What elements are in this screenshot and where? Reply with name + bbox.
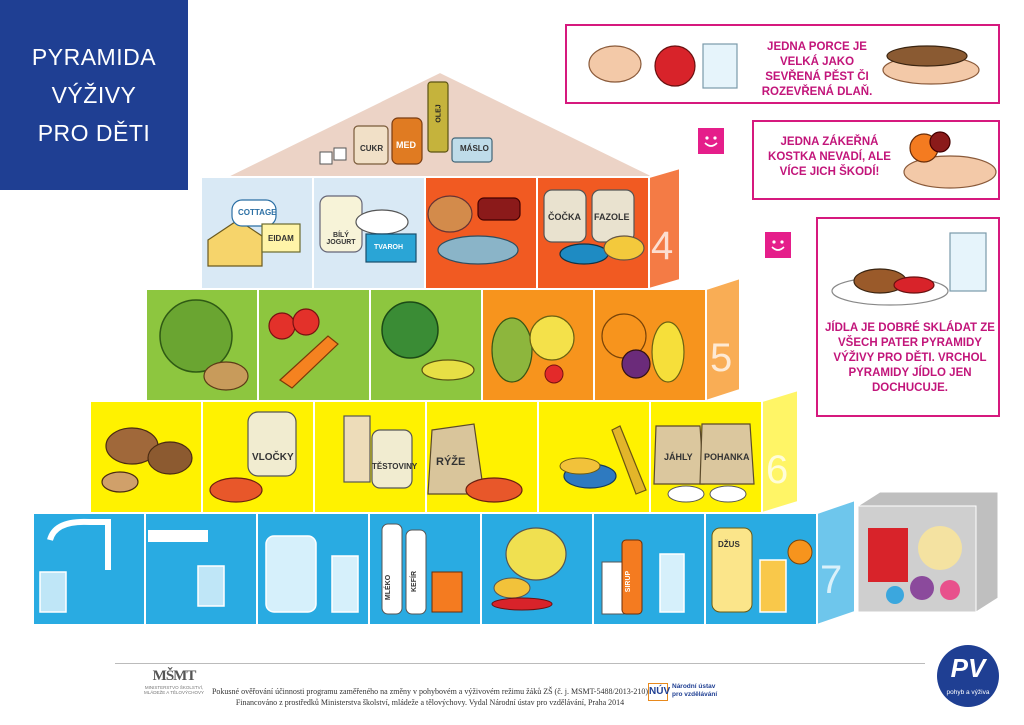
level-number-6: 6 xyxy=(766,448,789,492)
sweets-candy-2 xyxy=(940,580,960,600)
level-5-foods xyxy=(159,299,685,391)
level-7-block-tap-2 xyxy=(144,512,258,626)
level-5-block-cabbage xyxy=(145,288,259,402)
nuv-logo-mark: NÚV xyxy=(648,683,670,701)
level-4-foods xyxy=(207,189,645,267)
level-number-7: 7 xyxy=(820,558,843,602)
label-olej: OLEJ xyxy=(435,104,443,123)
nuv-logo: NÚV Národní ústav pro vzdělávání xyxy=(648,681,718,705)
sweets-chips xyxy=(918,526,962,570)
level-5-block-pear xyxy=(481,288,595,402)
pepper-shape xyxy=(893,276,935,294)
label-mleko: MLÉKO xyxy=(385,574,393,601)
hand-shape xyxy=(903,155,997,189)
note-portion-text: JEDNA PORCE JE VELKÁ JAKO SEVŘENÁ PĚST Č… xyxy=(761,41,873,98)
water-glass-shape xyxy=(949,232,987,292)
msmt-logo-mark: MŠMT xyxy=(152,668,197,684)
level-5-side xyxy=(705,276,741,403)
note-portion-size: JEDNA PORCE JE VELKÁ JAKO SEVŘENÁ PĚST Č… xyxy=(565,24,1000,104)
footer-divider xyxy=(115,663,925,664)
pv-logo: PV pohyb a výživa xyxy=(937,645,999,707)
level-5-row xyxy=(145,276,741,403)
chocolate-shape xyxy=(929,131,951,153)
note-sweets: JEDNA ZÁKEŘNÁ KOSTKA NEVADÍ, ALE VÍCE JI… xyxy=(752,120,1000,200)
level-7-side xyxy=(816,498,856,627)
label-cukr: CUKR xyxy=(360,144,384,153)
nuv-logo-text: Národní ústav pro vzdělávání xyxy=(672,683,718,698)
level-4-block-legumes xyxy=(536,176,650,290)
label-med: MED xyxy=(396,140,416,150)
level-7-block-milk xyxy=(368,512,482,626)
sweets-candy-1 xyxy=(910,576,934,600)
label-testoviny: TĚSTOVINY xyxy=(372,462,418,471)
level-6-foods xyxy=(101,411,755,503)
level-number-5: 5 xyxy=(710,336,733,380)
level-7-block-lemon-water xyxy=(256,512,370,626)
label-eidam: EIDAM xyxy=(268,234,294,243)
meal-illustration xyxy=(831,232,987,306)
label-maslo: MÁSLO xyxy=(460,144,489,153)
level-7-row xyxy=(32,498,856,627)
label-cocka: ČOČKA xyxy=(548,212,581,222)
level-6-side xyxy=(761,388,799,515)
level-6-block-bread xyxy=(89,400,203,514)
label-jogurt: BÍLÝ JOGURT xyxy=(326,232,356,246)
level-4-row xyxy=(200,166,681,291)
fist-shape xyxy=(588,45,642,83)
level-4-block-meat xyxy=(424,176,538,290)
label-ryze: RÝŽE xyxy=(436,456,466,468)
level-7-drinks xyxy=(39,518,813,615)
level-5-block-orange xyxy=(593,288,707,402)
level-7-block-syrup xyxy=(592,512,706,626)
level-5-block-broccoli xyxy=(369,288,483,402)
label-kefir: KEFÍR xyxy=(411,571,418,592)
note-sweets-text: JEDNA ZÁKEŘNÁ KOSTKA NEVADÍ, ALE VÍCE JI… xyxy=(768,136,891,178)
sweets-cube xyxy=(857,491,999,613)
label-pohanka: POHANKA xyxy=(704,452,750,462)
footer-text: Pokusné ověřování účinnosti programu zam… xyxy=(210,686,650,708)
level-4-block-dairy-1 xyxy=(200,176,314,290)
label-sirup: SIRUP xyxy=(625,570,633,593)
title-line-2: VÝŽIVY xyxy=(51,82,137,108)
label-tvaroh: TVAROH xyxy=(374,244,404,251)
bread-shape xyxy=(886,45,968,67)
label-fazole: FAZOLE xyxy=(594,212,630,222)
portion-illustrations xyxy=(588,43,980,89)
msmt-logo: MŠMT MINISTERSTVO ŠKOLSTVÍ, MLÁDEŽE A TĚ… xyxy=(140,668,208,710)
smiley-icon xyxy=(697,127,725,155)
level-7-block-juice xyxy=(704,512,818,626)
level-4-side xyxy=(648,166,681,291)
sweets-candy-3 xyxy=(886,586,904,604)
pv-logo-subtitle: pohyb a výživa xyxy=(946,689,990,696)
level-7-block-tea xyxy=(480,512,594,626)
label-dzus: DŽUS xyxy=(718,540,740,549)
level-6-block-corn xyxy=(537,400,651,514)
note-combine: JÍDLA JE DOBRÉ SKLÁDAT ZE VŠECH PATER PY… xyxy=(816,217,1000,417)
apple-shape xyxy=(654,45,696,87)
msmt-logo-text: MINISTERSTVO ŠKOLSTVÍ, MLÁDEŽE A TĚLOVÝC… xyxy=(144,685,204,695)
footer-line-1: Pokusné ověřování účinnosti programu zam… xyxy=(211,687,649,696)
title-line-3: PRO DĚTI xyxy=(37,120,151,146)
smiley-icon xyxy=(764,231,792,259)
glass-shape xyxy=(702,43,738,89)
label-vlocky: VLOČKY xyxy=(252,452,294,463)
label-jahly: JÁHLY xyxy=(664,452,693,462)
pv-logo-mark: PV xyxy=(950,653,986,683)
level-number-4: 4 xyxy=(651,224,674,268)
level-7-block-tap-1 xyxy=(32,512,146,626)
label-cottage: COTTAGE xyxy=(238,208,277,217)
level-6-block-pasta xyxy=(313,400,427,514)
sweets-drink-cup xyxy=(868,528,908,582)
level-5-block-tomato xyxy=(257,288,371,402)
sweets-illustration xyxy=(903,131,997,189)
note-combine-text: JÍDLA JE DOBRÉ SKLÁDAT ZE VŠECH PATER PY… xyxy=(825,322,995,394)
title-box: PYRAMIDA VÝŽIVY PRO DĚTI xyxy=(0,0,188,190)
footer-line-2: Financováno z prostředků Ministerstva šk… xyxy=(235,698,625,707)
title-line-1: PYRAMIDA xyxy=(31,44,157,70)
